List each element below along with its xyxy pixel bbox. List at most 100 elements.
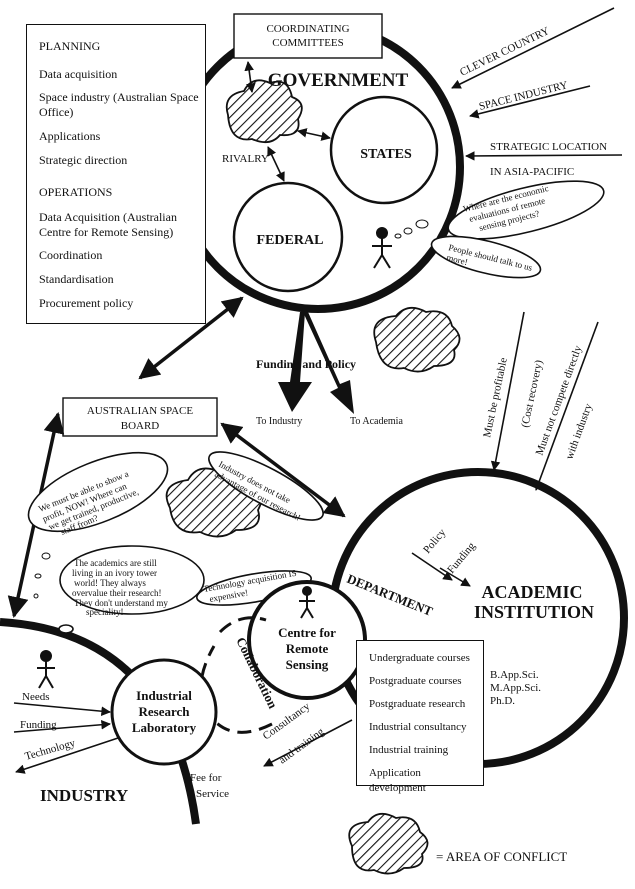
funding-fat-arrow-academia	[303, 312, 354, 414]
needs-arrow	[13, 702, 111, 716]
space-industry-arrow	[469, 85, 591, 119]
bubble-ivory-l5: They don't understand my	[74, 598, 168, 608]
rivalry-states-arrow	[297, 128, 331, 141]
operations-item: Coordination	[39, 248, 103, 262]
centre-person-icon	[299, 586, 315, 619]
conflict-cloud-funding	[373, 306, 461, 373]
rivalry-federal-arrow	[267, 146, 285, 182]
no-compete-arrow	[534, 321, 599, 491]
planning-item: Strategic direction	[39, 153, 128, 167]
policy-label: Policy	[421, 526, 449, 556]
planning-item: Data acquisition	[39, 67, 118, 81]
bubble-ivory-l6: speciality!	[86, 607, 124, 617]
consultancy-arrow	[263, 719, 353, 767]
planning-heading: PLANNING	[39, 39, 101, 53]
states-circle	[329, 95, 439, 205]
thought-dot-icon	[58, 624, 74, 634]
lab-line2: Research	[138, 704, 190, 719]
legend-label: = AREA OF CONFLICT	[436, 849, 567, 864]
lab-line3: Laboratory	[132, 720, 197, 735]
academic-title-1: ACADEMIC	[482, 582, 583, 602]
degree-bapp: B.App.Sci.	[490, 669, 539, 681]
strategic-location-label: STRATEGIC LOCATION	[490, 141, 607, 153]
training-label: and training	[277, 725, 327, 766]
committee-rivalry-arrow	[244, 61, 256, 93]
profitable-label: Must be profitable	[481, 357, 510, 439]
legend-cloud-icon	[348, 812, 429, 875]
with-industry-label: with industry	[564, 402, 595, 461]
bubble-no-advantage	[208, 451, 324, 521]
space-board-line2: BOARD	[121, 420, 160, 432]
course-item: Industrial training	[369, 744, 449, 756]
planning-item: Applications	[39, 129, 101, 143]
federal-circle	[232, 181, 344, 293]
to-academia-label: To Academia	[350, 416, 403, 427]
space-industry-label: SPACE INDUSTRY	[478, 79, 569, 113]
operations-item: Data Acquisition (Australian Centre for …	[39, 210, 177, 239]
cost-recovery-label: (Cost recovery)	[519, 359, 545, 429]
academic-title-2: INSTITUTION	[474, 602, 594, 622]
dept-funding-arrow	[439, 567, 471, 587]
asia-pacific-label: IN ASIA-PACIFIC	[490, 166, 574, 178]
thought-dot-icon	[415, 219, 429, 229]
funding-policy-label: Funding and Policy	[256, 357, 356, 371]
thought-dot-icon	[34, 573, 42, 579]
gov-to-board-arrow	[138, 296, 244, 380]
industry-funding-label: Funding	[20, 719, 57, 731]
profitable-arrow	[490, 311, 525, 471]
planning-operations-box: PLANNING Data acquisition Space industry…	[26, 24, 206, 324]
thought-dot-icon	[394, 233, 402, 239]
strategic-location-arrow	[465, 151, 623, 161]
thought-dot-icon	[33, 593, 39, 599]
clever-country-arrow	[451, 7, 615, 89]
coordinating-committees-line1: COORDINATING	[266, 23, 349, 35]
bubble-ivory-tower	[59, 545, 205, 615]
industry-title: INDUSTRY	[40, 786, 128, 805]
policy-arrow	[411, 552, 453, 581]
funding-fat-arrow-industry	[278, 312, 312, 412]
course-item: Postgraduate courses	[369, 675, 462, 687]
space-board-box	[62, 397, 218, 437]
bubble-tech-expensive	[196, 570, 312, 606]
thought-dot-icon	[41, 552, 51, 560]
states-label: STATES	[360, 147, 412, 162]
technology-arrow	[15, 737, 119, 774]
needs-label: Needs	[22, 691, 50, 703]
thought-dot-icon	[403, 227, 413, 235]
clever-country-label: CLEVER COUNTRY	[458, 25, 551, 79]
centre-line2: Remote	[286, 641, 329, 656]
rivalry-label: RIVALRY	[222, 153, 269, 165]
rivalry-conflict-cloud	[225, 79, 303, 144]
operations-item: Standardisation	[39, 272, 114, 286]
bubble-ivory-l3: world! They always	[74, 578, 146, 588]
bubble-industry-profit	[27, 451, 169, 533]
technology-label: Technology	[24, 737, 78, 763]
lab-line1: Industrial	[136, 688, 192, 703]
thought-bubble-economic	[447, 180, 605, 240]
course-item: Undergraduate courses	[369, 652, 470, 664]
centre-line1: Centre for	[278, 625, 336, 640]
degree-mapp: M.App.Sci.	[490, 682, 541, 694]
board-to-academic-arrow	[220, 422, 346, 518]
government-person-icon	[372, 227, 392, 269]
industrial-lab-circle	[110, 658, 218, 766]
government-title: GOVERNMENT	[268, 70, 409, 91]
operations-item: Procurement policy	[39, 296, 134, 310]
to-industry-label: To Industry	[256, 416, 302, 427]
federal-label: FEDERAL	[257, 233, 324, 248]
coordinating-committees-line2: COMMITTEES	[272, 37, 344, 49]
bubble-ivory-l2: living in an ivory tower	[72, 568, 157, 578]
bubble-ivory-l1: The academics are still	[74, 558, 157, 568]
coordinating-committees-box	[233, 13, 383, 59]
operations-heading: OPERATIONS	[39, 185, 113, 199]
dept-funding-label: Funding	[445, 540, 478, 576]
course-item: Industrial consultancy	[369, 721, 467, 733]
planning-item: Space industry (Australian Space Office)	[39, 90, 199, 119]
industry-funding-arrow	[13, 719, 111, 733]
space-board-line1: AUSTRALIAN SPACE	[87, 405, 194, 417]
courses-box: Undergraduate courses Postgraduate cours…	[356, 640, 484, 794]
fee-line2: Service	[196, 788, 229, 800]
course-item: Application development	[369, 767, 426, 794]
thought-bubble-talk	[430, 235, 542, 279]
